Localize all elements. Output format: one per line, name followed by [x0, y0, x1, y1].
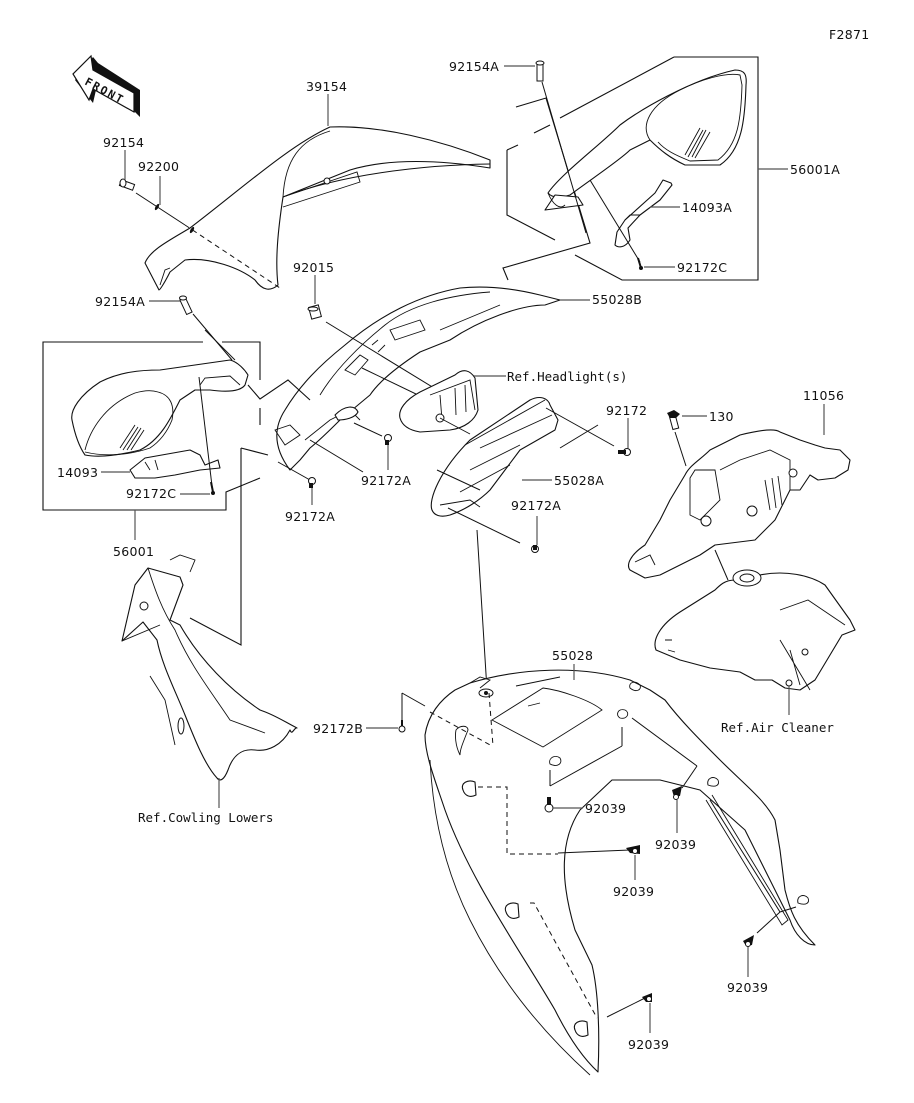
part-number-92172B: 92172B — [313, 721, 363, 736]
part-number-92154A-left: 92154A — [95, 294, 145, 309]
part-number-11056: 11056 — [803, 388, 844, 403]
washer-icon — [154, 203, 160, 211]
assembly-line — [436, 469, 481, 491]
assembly-line — [606, 997, 646, 1018]
part-number-92172A-c: 92172A — [511, 498, 561, 513]
kit-bracket-line — [559, 56, 675, 119]
part-inner-cowl — [424, 669, 816, 1076]
part-number-92172C-left: 92172C — [126, 486, 176, 501]
assembly-line — [545, 407, 615, 447]
screw-icon — [618, 448, 631, 456]
front-arrow-icon: FRONT — [72, 54, 140, 117]
part-number-92039-a: 92039 — [585, 801, 626, 816]
assembly-line-hidden — [184, 224, 281, 289]
assembly-line — [756, 911, 781, 934]
bolt-icon — [118, 178, 136, 191]
clip-icon — [672, 786, 682, 800]
part-number-56001A: 56001A — [790, 162, 840, 177]
kit-bracket-line — [240, 447, 269, 456]
screw-icon — [384, 434, 392, 445]
screw-icon — [637, 257, 643, 270]
ref-cowling-lowers: Ref.Cowling Lowers — [138, 810, 273, 825]
assembly-line — [674, 431, 687, 467]
part-mirror-bracket-right — [614, 179, 673, 248]
assembly-line — [135, 192, 186, 226]
part-mirror-bracket-left — [129, 449, 221, 479]
part-air-cleaner-reference — [654, 569, 856, 691]
screw-icon — [308, 477, 316, 488]
part-number-130: 130 — [709, 409, 734, 424]
kit-bracket-line — [502, 97, 591, 281]
ref-air-cleaner: Ref.Air Cleaner — [721, 720, 834, 735]
clip-icon — [743, 935, 754, 947]
part-number-14093: 14093 — [57, 465, 98, 480]
assembly-line — [681, 765, 698, 789]
assembly-line — [277, 461, 311, 481]
part-mirror-left — [71, 329, 249, 457]
bolt-icon — [179, 295, 193, 316]
bolt-icon — [535, 60, 545, 82]
screw-icon — [398, 720, 406, 733]
assembly-line — [476, 529, 488, 691]
part-mirror-right — [544, 69, 747, 211]
screw-icon — [531, 545, 539, 553]
part-number-92039-b: 92039 — [655, 837, 696, 852]
washer-icon — [189, 226, 195, 234]
assembly-line-hidden — [478, 786, 558, 855]
assembly-line — [549, 745, 623, 787]
kit-bracket-line — [189, 448, 242, 646]
part-number-92015: 92015 — [293, 260, 334, 275]
clip-icon — [642, 993, 652, 1002]
assembly-line — [401, 692, 426, 707]
part-number-92200: 92200 — [138, 159, 179, 174]
assembly-line — [559, 424, 599, 449]
part-number-92154A-top: 92154A — [449, 59, 499, 74]
assembly-line — [447, 507, 521, 544]
assembly-line-hidden — [530, 902, 598, 1019]
part-number-39154: 39154 — [306, 79, 347, 94]
part-stay-bracket — [628, 429, 851, 579]
part-number-92039-d: 92039 — [727, 980, 768, 995]
kit-bracket-line — [247, 379, 311, 401]
assembly-line — [353, 422, 383, 437]
part-number-56001: 56001 — [113, 544, 154, 559]
trim-stripe — [705, 794, 789, 926]
kit-bracket-56001A — [574, 56, 759, 281]
part-number-55028B: 55028B — [592, 292, 642, 307]
screw-icon — [210, 481, 215, 495]
part-number-55028: 55028 — [552, 648, 593, 663]
part-number-92172C-right: 92172C — [677, 260, 727, 275]
figure-code: F2871 — [829, 27, 870, 42]
part-number-92172: 92172 — [606, 403, 647, 418]
assembly-line — [309, 439, 364, 473]
collar-icon — [307, 304, 322, 320]
kit-bracket-line — [533, 124, 551, 134]
kit-bracket-line — [506, 150, 556, 241]
kit-bracket-line — [222, 341, 261, 380]
part-number-55028A: 55028A — [554, 473, 604, 488]
part-number-92172A-a: 92172A — [285, 509, 335, 524]
assembly-line — [709, 799, 781, 913]
part-number-92172A-b: 92172A — [361, 473, 411, 488]
assembly-line-hidden — [429, 711, 493, 747]
part-cowling-lower-reference — [121, 554, 298, 781]
assembly-line — [631, 717, 698, 767]
assembly-line — [557, 849, 631, 854]
assembly-line — [541, 81, 587, 234]
part-windshield — [144, 126, 491, 291]
part-number-92039-c: 92039 — [613, 884, 654, 899]
kit-bracket-line — [506, 144, 519, 151]
assembly-line — [589, 179, 641, 263]
part-number-92039-e: 92039 — [628, 1037, 669, 1052]
part-headlight-reference — [399, 370, 479, 435]
ref-headlight: Ref.Headlight(s) — [507, 369, 627, 384]
clip-icon — [626, 845, 640, 854]
assembly-line — [192, 313, 233, 361]
part-number-92154: 92154 — [103, 135, 144, 150]
assembly-line — [198, 376, 213, 487]
assembly-line — [714, 549, 729, 581]
part-number-14093A: 14093A — [682, 200, 732, 215]
bolt-icon — [667, 410, 680, 431]
